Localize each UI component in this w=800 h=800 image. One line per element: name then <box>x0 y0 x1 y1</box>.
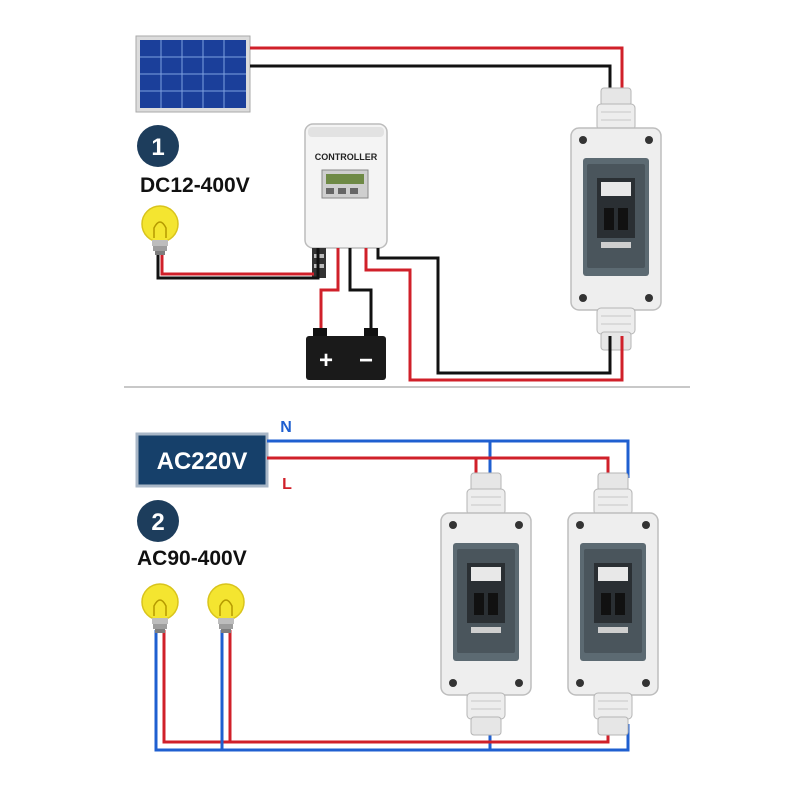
live-label: L <box>282 476 292 493</box>
breaker-box-icon <box>570 87 662 351</box>
battery-icon <box>306 328 386 380</box>
ac-supply-wires <box>267 439 630 478</box>
light-bulb-icon <box>207 583 245 634</box>
badge-2-number: 2 <box>151 509 164 536</box>
section2-voltage: AC90-400V <box>137 547 247 570</box>
panel-wires <box>250 46 624 95</box>
breaker-box-icon <box>567 472 659 736</box>
controller-wires <box>156 248 624 382</box>
badge-1-number: 1 <box>151 134 164 161</box>
badge-2 <box>137 500 179 542</box>
section1-voltage: DC12-400V <box>140 174 250 197</box>
ac-source-label: AC220V <box>157 448 248 475</box>
solar-panel-icon <box>135 35 251 113</box>
controller-icon <box>304 123 388 278</box>
battery-plus: + <box>319 347 333 374</box>
badge-1 <box>137 125 179 167</box>
neutral-label: N <box>280 419 292 436</box>
light-bulb-icon <box>141 205 179 256</box>
controller-label: CONTROLLER <box>315 152 378 162</box>
load-wires <box>154 630 630 752</box>
ac-source-box <box>135 432 269 488</box>
battery-minus: − <box>359 347 373 374</box>
light-bulb-icon <box>141 583 179 634</box>
breaker-box-icon <box>440 472 532 736</box>
